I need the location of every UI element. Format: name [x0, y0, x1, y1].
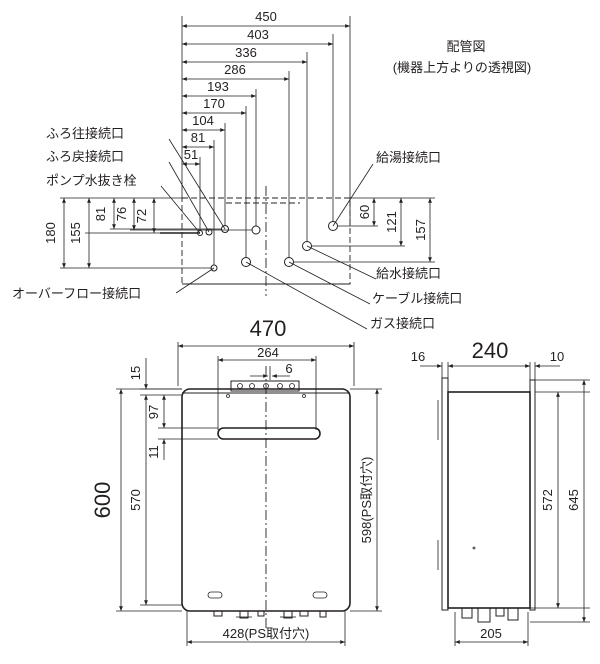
dim-width-51: 51	[184, 147, 198, 162]
mount-bracket	[441, 377, 449, 611]
label-overflow: オーバーフロー接続口	[12, 286, 141, 301]
dim-width-81: 81	[191, 130, 205, 145]
dim-depth: 240	[472, 338, 509, 363]
label-pump-drain: ポンプ水抜き栓	[46, 173, 137, 188]
dim-height-157: 157	[413, 219, 428, 241]
dim-side-572: 572	[540, 489, 555, 511]
dim-height-72: 72	[134, 209, 149, 223]
dim-height-81: 81	[93, 207, 108, 221]
dim-width-403: 403	[247, 27, 269, 42]
dim-11: 11	[146, 445, 161, 459]
dim-height-180: 180	[43, 222, 58, 244]
dim-offset-6: 6	[285, 361, 292, 376]
label-water-supply: 給水接続口	[376, 266, 441, 281]
dim-inner-width: 264	[257, 345, 279, 360]
dim-ps-height: 598(PS取付穴)	[359, 457, 374, 544]
dim-width-104: 104	[192, 113, 214, 128]
diagram-subtitle: (機器上方よりの透視図)	[393, 60, 531, 75]
dim-97: 97	[146, 405, 161, 419]
label-furo-out: ふろ往接続口	[46, 126, 124, 141]
side-view-body	[447, 391, 531, 609]
handle-slot	[217, 427, 321, 440]
dim-height-121: 121	[384, 211, 399, 233]
top-view: 450 403 336 286 193 170 104 81 51 180 15…	[12, 9, 462, 331]
label-gas: ガス接続口	[370, 316, 435, 331]
label-cable: ケーブル接続口	[372, 291, 462, 306]
dim-front-height: 600	[90, 482, 115, 519]
dim-front-width: 470	[250, 316, 287, 341]
front-view: 470 264 6 600 570 15 97 11 598(P	[90, 316, 382, 646]
dim-height-76: 76	[114, 207, 129, 221]
dim-width-336: 336	[235, 45, 257, 60]
dim-left-gap: 16	[411, 349, 425, 364]
dim-ps-width: 428(PS取付穴)	[223, 626, 310, 641]
dim-inner-height: 570	[128, 489, 143, 511]
dim-width-170: 170	[203, 96, 225, 111]
side-view: 240 16 10 572 645 205	[411, 338, 590, 646]
front-panel	[529, 379, 536, 611]
label-hot-water: 給湯接続口	[376, 150, 441, 165]
bottom-fittings	[213, 611, 327, 619]
diagram-title: 配管図	[446, 39, 485, 54]
dim-height-60: 60	[357, 205, 372, 219]
dim-right-gap: 10	[550, 349, 564, 364]
dim-height-155: 155	[68, 222, 83, 244]
dim-width-450: 450	[255, 9, 277, 24]
dim-side-bottom: 205	[480, 626, 502, 641]
dim-top-gap: 15	[128, 366, 143, 380]
dim-side-645: 645	[566, 489, 581, 511]
side-pipes	[461, 608, 519, 623]
port-circle	[251, 225, 261, 235]
dim-width-193: 193	[207, 79, 229, 94]
label-furo-return: ふろ戻接続口	[46, 149, 124, 164]
dim-width-286: 286	[224, 62, 246, 77]
terminal-block	[230, 380, 300, 392]
